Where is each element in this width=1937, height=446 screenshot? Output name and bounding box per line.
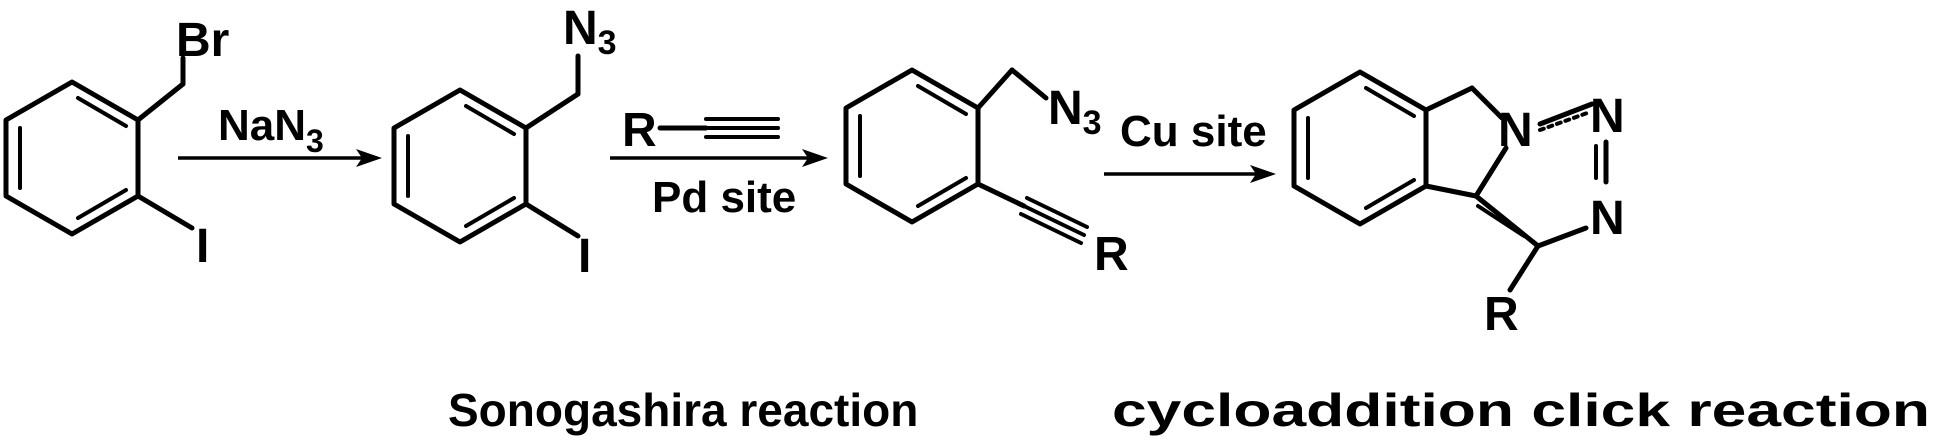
- nitrogen-atom-3: N: [1590, 192, 1625, 245]
- five-membered-ring: [1423, 85, 1509, 199]
- bromine-atom: Br: [176, 14, 229, 67]
- compound-3-alkynylbenzyl-azide: N3 R: [843, 67, 1129, 281]
- r-group-4: R: [1484, 288, 1519, 341]
- alkyne-triple-bond: [704, 117, 780, 139]
- alkyne-link-bond: [975, 181, 1027, 209]
- benzene-ring-2: [391, 87, 529, 245]
- iodine-atom-2: I: [578, 230, 591, 283]
- iodine-atom-1: I: [196, 220, 209, 273]
- arrow-3-head: [1250, 165, 1276, 183]
- benzene-ring-3: [843, 67, 981, 225]
- compound-1-2-iodobenzyl-bromide: Br I: [3, 14, 229, 273]
- ch2-bond-1: [135, 81, 186, 123]
- caption-sonogashira-reaction: Sonogashira reaction: [448, 384, 918, 436]
- r-group-3: R: [1094, 228, 1129, 281]
- caption-click-reaction: cycloaddition click reaction: [1112, 384, 1930, 436]
- c-i-bond-2: [523, 201, 581, 239]
- arrow-1-head: [356, 149, 382, 167]
- catalyst-cu-site: Cu site: [1120, 107, 1267, 156]
- c-r-bond-4: [1507, 243, 1541, 293]
- ch2-bond-3: [975, 67, 1015, 111]
- reagent-r-label: R: [622, 104, 657, 157]
- ch2-bond-2: [523, 91, 581, 131]
- c-i-bond-1: [135, 193, 195, 231]
- reagent-nan3: NaN3: [218, 101, 324, 159]
- step-2-arrow: R Pd site: [610, 104, 828, 222]
- azide-group-2: N3: [563, 2, 617, 62]
- benzene-ring-4: [1291, 69, 1429, 227]
- compound-4-triazoloisoindole: N N N R: [1291, 69, 1625, 341]
- compound-2-2-iodobenzyl-azide: N3 I: [391, 2, 617, 283]
- azide-group-3: N3: [1048, 82, 1102, 142]
- benzene-ring-1: [3, 79, 141, 237]
- triazole-ring: [1473, 101, 1609, 249]
- c-n-bond-3: [1009, 67, 1049, 101]
- step-1-arrow: NaN3: [178, 101, 382, 167]
- nitrogen-atom-2: N: [1590, 90, 1625, 143]
- nitrogen-atom-1: N: [1498, 104, 1533, 157]
- catalyst-pd-site: Pd site: [652, 173, 796, 222]
- alkyne-triple-bond-3: [1019, 196, 1089, 245]
- arrow-2-head: [802, 149, 828, 167]
- step-3-arrow: Cu site: [1104, 107, 1276, 183]
